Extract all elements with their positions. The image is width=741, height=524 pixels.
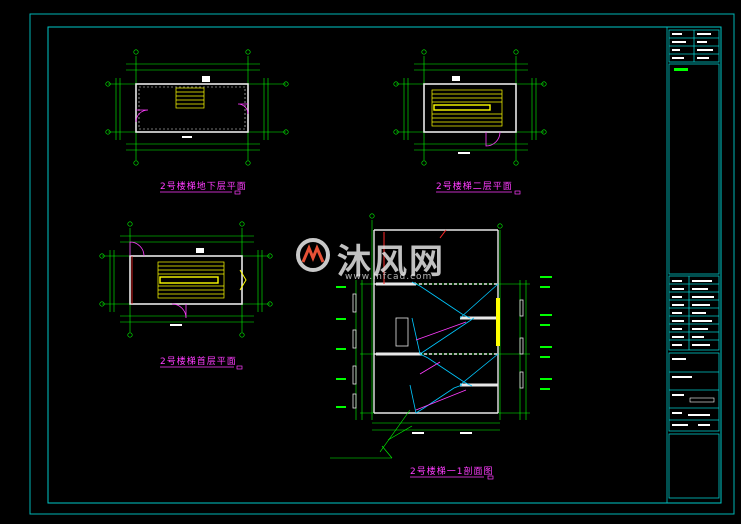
section-1-1 (330, 213, 552, 459)
windows (352, 293, 524, 409)
walls (129, 255, 243, 305)
walls (423, 83, 517, 133)
inner-frame (47, 26, 722, 504)
slabs (376, 282, 498, 387)
column-highlight (496, 298, 500, 346)
section-cut-marks (383, 229, 447, 284)
watermark-text: 沐风网 (337, 242, 445, 282)
stair-runs (409, 281, 499, 414)
grid-axes (393, 49, 547, 166)
stair-flights (431, 89, 503, 127)
caption-section: 2号楼梯一1剖面图 (410, 467, 494, 477)
doors (129, 241, 187, 319)
caption-underlines (160, 190, 521, 480)
plan-second-floor (393, 49, 547, 166)
level-marks (336, 276, 552, 408)
grid-axes (99, 221, 273, 338)
handrails (415, 321, 467, 411)
mf-logo-icon (296, 238, 330, 272)
watermark-url: www.mfcad.com (345, 272, 433, 282)
leader-lines (330, 409, 413, 459)
doors (485, 131, 501, 147)
doors (135, 103, 249, 123)
caption-first-floor-plan: 2号楼梯首层平面 (160, 357, 237, 367)
title-block (666, 27, 720, 503)
caption-basement-plan: 2号楼梯地下层平面 (160, 182, 247, 192)
plan-first-floor (99, 221, 273, 338)
stair-flights (157, 261, 247, 299)
title-block-text (672, 33, 715, 426)
walls (135, 83, 249, 133)
outer-frame (29, 13, 735, 515)
grid-axes (105, 49, 289, 166)
caption-second-floor-plan: 2号楼梯二层平面 (436, 182, 513, 192)
stair-flight (175, 87, 205, 109)
plan-basement (105, 49, 289, 166)
